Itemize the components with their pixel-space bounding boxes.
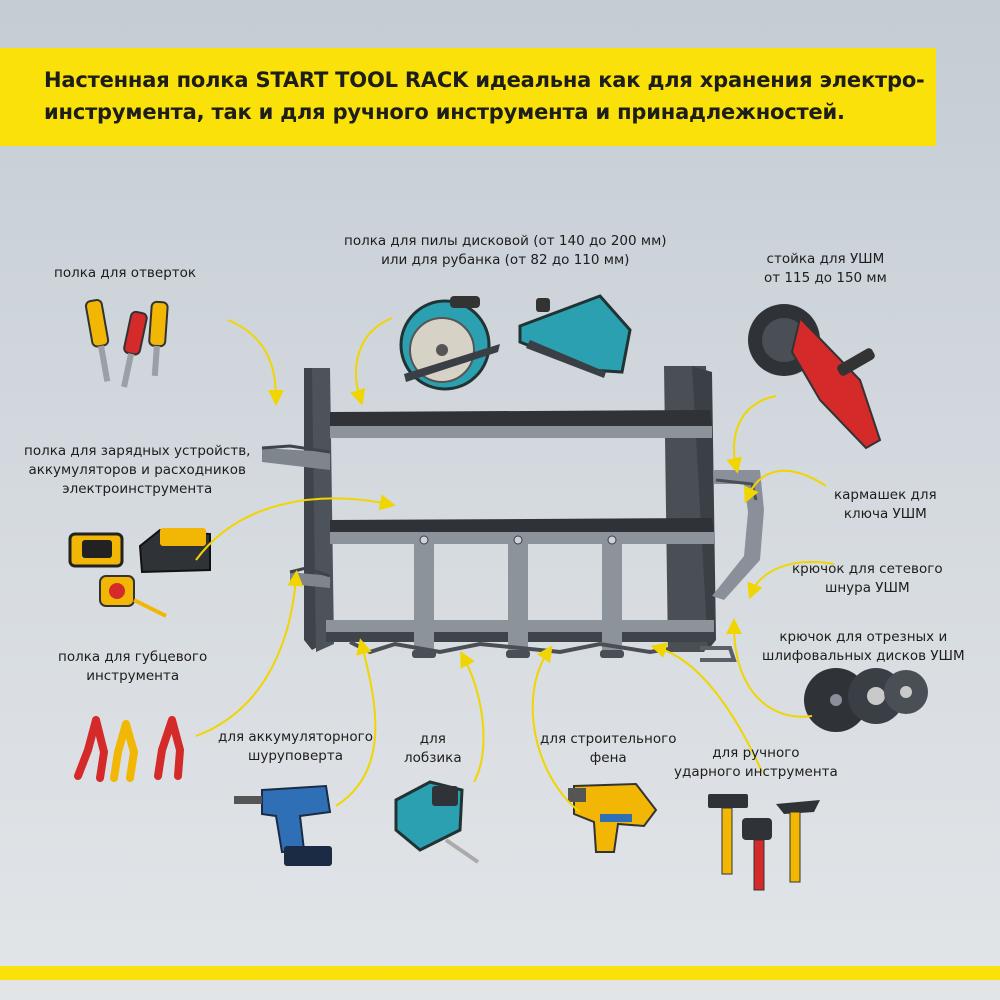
jigsaw-icon bbox=[394, 780, 480, 864]
hammers-icon bbox=[708, 794, 820, 891]
label-drill: для аккумуляторного шуруповерта bbox=[218, 729, 373, 764]
label-hammers: для ручного ударного инструмента bbox=[674, 745, 838, 780]
cutting-discs-icon bbox=[804, 668, 928, 732]
label-disc-hook: крючок для отрезных и шлифовальных диско… bbox=[762, 629, 965, 664]
label-key-pocket: кармашек для ключа УШМ bbox=[834, 487, 937, 522]
screwdrivers-icon bbox=[84, 299, 169, 388]
planer-icon bbox=[518, 294, 632, 378]
tool-rack bbox=[261, 366, 764, 662]
header-banner bbox=[0, 48, 936, 146]
angle-grinder-icon bbox=[748, 304, 882, 450]
label-cord-hook: крючок для сетевого шнура УШМ bbox=[792, 561, 943, 596]
label-chargers-shelf: полка для зарядных устройств, аккумулято… bbox=[24, 443, 251, 497]
pliers-icon bbox=[74, 716, 185, 782]
bottom-accent-bar bbox=[0, 966, 1000, 980]
label-heat-gun: для строительного фена bbox=[540, 731, 677, 766]
header-text: Настенная полка START TOOL RACK идеальна… bbox=[44, 64, 925, 128]
label-grinder-stand: стойка для УШМ от 115 до 150 мм bbox=[764, 251, 887, 286]
label-saw-shelf: полка для пилы дисковой (от 140 до 200 м… bbox=[344, 233, 667, 268]
tape-measure-icon bbox=[99, 575, 167, 618]
pointer-arrows bbox=[195, 317, 835, 813]
heat-gun-icon bbox=[568, 782, 658, 853]
circular-saw-icon bbox=[399, 296, 500, 391]
charger-icon bbox=[138, 528, 211, 574]
label-jigsaw: для лобзика bbox=[404, 731, 462, 766]
header-line-2: инструмента, так и для ручного инструмен… bbox=[44, 100, 845, 124]
label-pliers-shelf: полка для губцевого инструмента bbox=[58, 649, 208, 684]
battery-icon bbox=[68, 532, 124, 568]
header-line-1: Настенная полка START TOOL RACK идеальна… bbox=[44, 68, 925, 92]
label-screwdrivers-shelf: полка для отверток bbox=[54, 265, 197, 281]
cordless-drill-icon bbox=[234, 784, 332, 866]
